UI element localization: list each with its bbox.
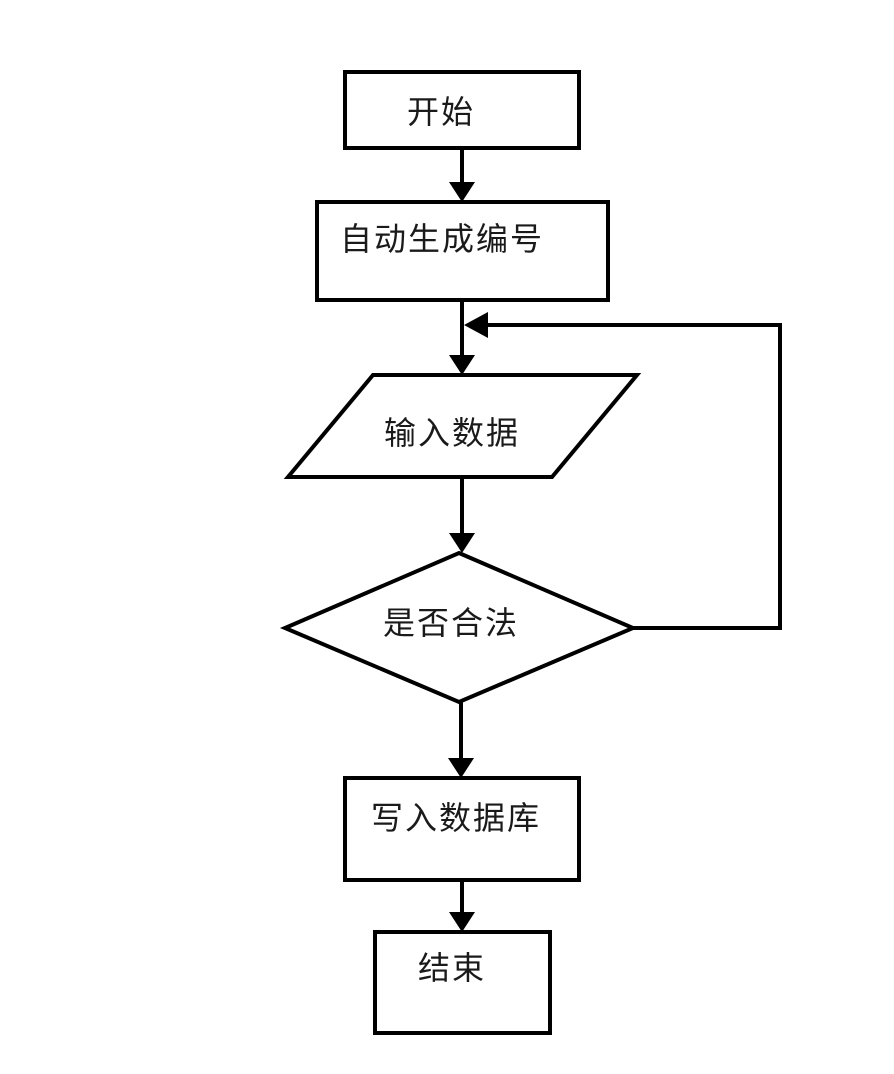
node-autonumber-label: 自动生成编号 bbox=[340, 221, 544, 257]
node-autonumber-shape bbox=[315, 200, 610, 302]
node-writedb-label: 写入数据库 bbox=[371, 800, 541, 836]
node-start-shape bbox=[343, 70, 581, 150]
arrowhead-isvalid-loopback bbox=[464, 312, 488, 338]
flowchart-edges bbox=[448, 146, 782, 932]
node-end-shape bbox=[373, 930, 552, 1035]
node-writedb-shape bbox=[343, 776, 581, 882]
flowchart-nodes: 开始 自动生成编号 输入数据 是否合法 写入数据库 结束 bbox=[279, 70, 642, 1035]
node-end-label: 结束 bbox=[418, 950, 486, 986]
node-input-data-shape bbox=[283, 373, 642, 479]
arrowhead-writedb-to-end bbox=[449, 912, 475, 932]
arrowhead-start-to-autonumber bbox=[449, 182, 475, 202]
arrowhead-isvalid-to-writedb bbox=[448, 758, 474, 778]
node-input-data-label: 输入数据 bbox=[384, 415, 520, 451]
node-start-label: 开始 bbox=[407, 94, 475, 130]
node-is-valid-label: 是否合法 bbox=[383, 605, 519, 641]
node-is-valid-shape bbox=[279, 550, 639, 705]
edge-isvalid-loopback bbox=[486, 323, 782, 630]
arrowhead-autonumber-to-input bbox=[449, 355, 475, 375]
arrowhead-input-to-isvalid bbox=[449, 533, 475, 553]
